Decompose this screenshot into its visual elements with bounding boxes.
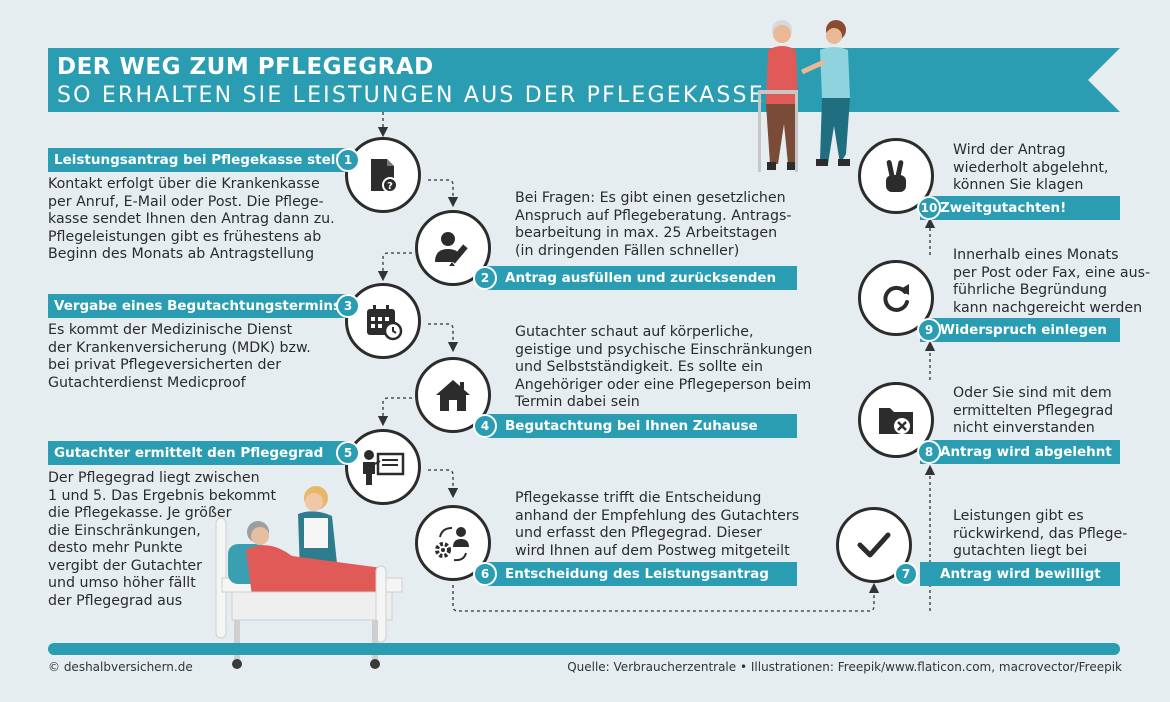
step-10-label: Zweitgutachten! <box>920 196 1120 220</box>
step-5-label: Gutachter ermittelt den Pflegegrad <box>48 441 348 465</box>
source-text: Quelle: Verbraucherzentrale • Illustrati… <box>567 660 1122 674</box>
step-5-circle <box>345 429 421 505</box>
calendar-clock-icon <box>367 305 403 341</box>
gear-person-cycle-icon <box>435 527 469 562</box>
nurse-bed-illustration <box>215 486 403 669</box>
step-6-circle <box>415 505 491 581</box>
step-1-label: Leistungsantrag bei Pflegekasse stellen <box>48 148 348 172</box>
step-8-text: Oder Sie sind mit dem ermittelten Pflege… <box>953 385 1114 436</box>
step-7-label: Antrag wird bewilligt <box>920 562 1120 586</box>
step-1-circle: ? <box>345 137 421 213</box>
step-4-number: 4 <box>473 414 497 438</box>
step-3-text: Es kommt der Medizinische Dienst der Kra… <box>48 322 311 391</box>
step-5-number: 5 <box>336 441 360 465</box>
connector-2-3 <box>377 252 412 282</box>
step-9-text: Innerhalb eines Monats per Post oder Fax… <box>953 247 1151 316</box>
folder-x-icon <box>879 408 913 434</box>
presenter-board-icon <box>363 450 405 485</box>
connector-6-7 <box>452 582 880 612</box>
connector-3-4 <box>428 323 459 353</box>
step-4-label: Begutachtung bei Ihnen Zuhause <box>485 414 797 438</box>
step-9-label: Widerspruch einlegen <box>920 318 1120 342</box>
step-2-number: 2 <box>473 266 497 290</box>
step-10-number: 10 <box>917 196 941 220</box>
peace-hand-icon <box>886 160 906 192</box>
footer-bar <box>48 643 1120 655</box>
step-6-number: 6 <box>473 562 497 586</box>
house-icon <box>436 380 470 411</box>
step-10-circle <box>858 138 934 214</box>
connector-5-6 <box>428 469 459 499</box>
caregiver-walker-illustration <box>758 20 850 172</box>
step-3-label: Vergabe eines Begutachtungstermins <box>48 294 348 318</box>
user-edit-icon <box>435 232 468 266</box>
step-3-circle <box>345 283 421 359</box>
page-title: DER WEG ZUM PFLEGEGRAD <box>57 54 434 80</box>
step-8-number: 8 <box>917 440 941 464</box>
document-question-icon: ? <box>371 159 398 193</box>
step-5-text: Der Pflegegrad liegt zwischen 1 und 5. D… <box>48 470 277 609</box>
banner-ribbon-shape <box>48 48 1120 112</box>
connector-1-2 <box>428 179 459 208</box>
step-9-number: 9 <box>917 318 941 342</box>
step-2-circle <box>415 210 491 286</box>
step-4-text: Gutachter schaut auf körperliche, geisti… <box>515 324 813 410</box>
copyright-text: © deshalbversichern.de <box>48 660 193 674</box>
step-10-text: Wird der Antrag wiederholt abgelehnt, kö… <box>953 142 1109 193</box>
step-6-text: Pflegekasse trifft die Entscheidung anha… <box>515 490 800 559</box>
step-8-label: Antrag wird abgelehnt <box>920 440 1120 464</box>
redo-arrow-icon <box>883 284 909 312</box>
step-8-circle <box>858 382 934 458</box>
step-7-text: Leistungen gibt es rückwirkend, das Pfle… <box>953 508 1128 559</box>
page-subtitle: SO ERHALTEN SIE LEISTUNGEN AUS DER PFLEG… <box>57 83 765 108</box>
title-banner <box>48 48 1120 112</box>
step-2-label: Antrag ausfüllen und zurücksenden <box>485 266 797 290</box>
step-6-label: Entscheidung des Leistungsantrag <box>485 562 797 586</box>
step-1-number: 1 <box>336 148 360 172</box>
connector-4-5 <box>377 397 412 427</box>
step-1-text: Kontakt erfolgt über die Krankenkasse pe… <box>48 176 335 262</box>
checkmark-icon <box>857 532 891 558</box>
step-2-text: Bei Fragen: Es gibt einen gesetzlichen A… <box>515 190 792 259</box>
step-7-number: 7 <box>894 562 918 586</box>
step-3-number: 3 <box>336 294 360 318</box>
svg-text:?: ? <box>387 181 393 192</box>
